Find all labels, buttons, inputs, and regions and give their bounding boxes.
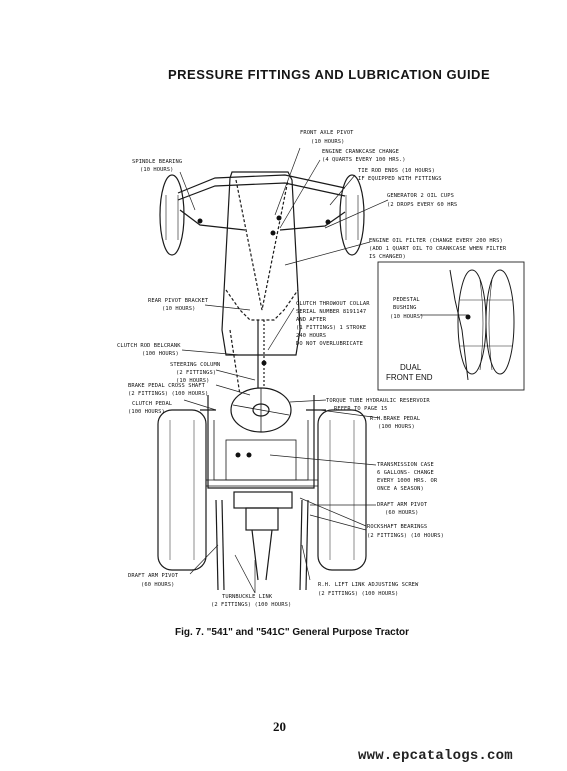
svg-text:(10 HOURS): (10 HOURS) [162, 306, 195, 312]
svg-text:DRAFT ARM PIVOT: DRAFT ARM PIVOT [128, 573, 179, 579]
svg-text:(2 FITTINGS): (2 FITTINGS) [176, 370, 216, 376]
svg-text:(2 DROPS EVERY 60 HRS: (2 DROPS EVERY 60 HRS [387, 202, 457, 208]
svg-text:AND AFTER: AND AFTER [296, 317, 327, 323]
svg-text:SPINDLE BEARING: SPINDLE BEARING [132, 159, 182, 165]
label-rh-lift-link: R.H. LIFT LINK ADJUSTING SCREW [318, 582, 419, 588]
svg-text:IF EQUIPPED WITH FITTINGS: IF EQUIPPED WITH FITTINGS [358, 176, 442, 182]
rear-body [207, 395, 315, 489]
svg-text:TURNBUCKLE LINK: TURNBUCKLE LINK [222, 594, 273, 600]
page-title: PRESSURE FITTINGS AND LUBRICATION GUIDE [168, 67, 491, 82]
label-torque-tube: TORQUE TUBE HYDRAULIC RESERVOIR [326, 398, 430, 404]
svg-text:BRAKE PEDAL CROSS SHAFT: BRAKE PEDAL CROSS SHAFT [128, 383, 206, 389]
svg-text:TRANSMISSION CASE: TRANSMISSION CASE [377, 462, 434, 468]
svg-text:EVERY 1000 HRS. OR: EVERY 1000 HRS. OR [377, 478, 438, 484]
svg-text:(2 FITTINGS) (100 HOURS): (2 FITTINGS) (100 HOURS) [211, 602, 291, 608]
page-number: 20 [273, 719, 286, 734]
svg-text:(10 HOURS): (10 HOURS) [390, 314, 423, 320]
label-draft-arm-pivot-left: DRAFT ARM PIVOT [128, 573, 179, 579]
svg-text:PEDESTAL: PEDESTAL [393, 297, 420, 303]
svg-text:CLUTCH THROWOUT COLLAR: CLUTCH THROWOUT COLLAR [296, 301, 370, 307]
label-brake-pedal-cross-shaft: BRAKE PEDAL CROSS SHAFT [128, 383, 206, 389]
svg-text:DO NOT OVERLUBRICATE: DO NOT OVERLUBRICATE [296, 341, 363, 347]
rear-left-wheel [157, 409, 207, 571]
watermark: www.epcatalogs.com [358, 748, 513, 764]
svg-text:(ADD 1 QUART OIL TO CRANKCASE: (ADD 1 QUART OIL TO CRANKCASE WHEN FILTE… [369, 246, 507, 252]
label-clutch-rod-bellcrank: CLUTCH ROD BELCRANK [117, 343, 181, 349]
label-spindle-bearing: SPINDLE BEARING [132, 159, 182, 165]
svg-text:FRONT END: FRONT END [386, 373, 433, 382]
label-generator: GENERATOR 2 OIL CUPS [387, 193, 454, 199]
svg-text:(100 HOURS): (100 HOURS) [378, 424, 415, 430]
svg-text:TORQUE TUBE HYDRAULIC RESERVOI: TORQUE TUBE HYDRAULIC RESERVOIR [326, 398, 430, 404]
figure-caption: Fig. 7. "541" and "541C" General Purpose… [175, 627, 410, 638]
front-left-wheel [159, 174, 185, 256]
svg-text:TIE ROD ENDS (10 HOURS): TIE ROD ENDS (10 HOURS) [358, 168, 435, 174]
label-engine-crankcase: ENGINE CRANKCASE CHANGE [322, 149, 399, 155]
svg-text:BUSHING: BUSHING [393, 305, 416, 311]
svg-text:REFER TO PAGE 15: REFER TO PAGE 15 [334, 406, 388, 412]
svg-text:(4 QUARTS EVERY 100 HRS.): (4 QUARTS EVERY 100 HRS.) [322, 157, 406, 163]
inset-box [377, 261, 525, 391]
svg-text:FRONT AXLE PIVOT: FRONT AXLE PIVOT [300, 130, 354, 136]
svg-text:DUAL: DUAL [400, 363, 422, 372]
svg-text:GENERATOR 2 OIL CUPS: GENERATOR 2 OIL CUPS [387, 193, 454, 199]
svg-text:ONCE A SEASON): ONCE A SEASON) [377, 486, 424, 492]
label-front-end: FRONT END [386, 373, 433, 382]
label-clutch-pedal: CLUTCH PEDAL [132, 401, 172, 407]
svg-text:(60 HOURS): (60 HOURS) [385, 510, 418, 516]
svg-text:(2 FITTINGS) (100 HOURS): (2 FITTINGS) (100 HOURS) [128, 391, 208, 397]
svg-text:(100 HOURS): (100 HOURS) [128, 409, 165, 415]
label-tie-rod-ends: TIE ROD ENDS (10 HOURS) [358, 168, 435, 174]
label-front-axle-pivot: FRONT AXLE PIVOT [300, 130, 354, 136]
label-pedestal-bushing: PEDESTAL [393, 297, 420, 303]
svg-text:DRAFT ARM PIVOT: DRAFT ARM PIVOT [377, 502, 428, 508]
svg-text:R.H.BRAKE PEDAL: R.H.BRAKE PEDAL [370, 416, 420, 422]
label-dual: DUAL [400, 363, 422, 372]
svg-text:(10 HOURS): (10 HOURS) [140, 167, 173, 173]
svg-text:ROCKSHAFT BEARINGS: ROCKSHAFT BEARINGS [367, 524, 427, 530]
label-rh-brake-pedal: R.H.BRAKE PEDAL [370, 416, 420, 422]
label-rear-pivot-bracket: REAR PIVOT BRACKET [148, 298, 209, 304]
front-right-wheel [339, 174, 365, 256]
svg-text:CLUTCH PEDAL: CLUTCH PEDAL [132, 401, 172, 407]
label-draft-arm-pivot-right: DRAFT ARM PIVOT [377, 502, 428, 508]
hood [221, 171, 301, 356]
svg-text:(60 HOURS): (60 HOURS) [141, 582, 174, 588]
svg-text:CLUTCH ROD BELCRANK: CLUTCH ROD BELCRANK [117, 343, 181, 349]
svg-text:IS CHANGED): IS CHANGED) [369, 254, 406, 260]
svg-text:STEERING COLUMN: STEERING COLUMN [170, 362, 220, 368]
svg-text:(2 FITTINGS) (100 HOURS): (2 FITTINGS) (100 HOURS) [318, 591, 398, 597]
rear-right-wheel [317, 409, 367, 571]
label-clutch-throwout: CLUTCH THROWOUT COLLAR [296, 301, 370, 307]
svg-text:REAR PIVOT BRACKET: REAR PIVOT BRACKET [148, 298, 209, 304]
svg-text:(2 FITTINGS) (10 HOURS): (2 FITTINGS) (10 HOURS) [367, 533, 444, 539]
label-engine-oil-filter: ENGINE OIL FILTER (CHANGE EVERY 200 HRS) [369, 238, 503, 244]
svg-text:(10 HOURS): (10 HOURS) [176, 378, 209, 384]
svg-text:R.H. LIFT LINK ADJUSTING SCREW: R.H. LIFT LINK ADJUSTING SCREW [318, 582, 419, 588]
svg-text:240 HOURS: 240 HOURS [296, 333, 326, 339]
label-turnbuckle-link: TURNBUCKLE LINK [222, 594, 273, 600]
svg-text:(10 HOURS): (10 HOURS) [311, 139, 344, 145]
svg-text:SERIAL NUMBER 8191147: SERIAL NUMBER 8191147 [296, 309, 366, 315]
label-steering-column: STEERING COLUMN [170, 362, 220, 368]
label-transmission-case: TRANSMISSION CASE [377, 462, 434, 468]
svg-text:(100 HOURS): (100 HOURS) [142, 351, 179, 357]
drawbar-housing [233, 491, 293, 509]
svg-text:6 GALLONS- CHANGE: 6 GALLONS- CHANGE [377, 470, 434, 476]
svg-text:ENGINE CRANKCASE CHANGE: ENGINE CRANKCASE CHANGE [322, 149, 399, 155]
label-rockshaft-bearings: ROCKSHAFT BEARINGS [367, 524, 427, 530]
svg-text:ENGINE OIL FILTER (CHANGE EVER: ENGINE OIL FILTER (CHANGE EVERY 200 HRS) [369, 238, 503, 244]
svg-text:(1 FITTINGS) 1 STROKE: (1 FITTINGS) 1 STROKE [296, 325, 366, 331]
